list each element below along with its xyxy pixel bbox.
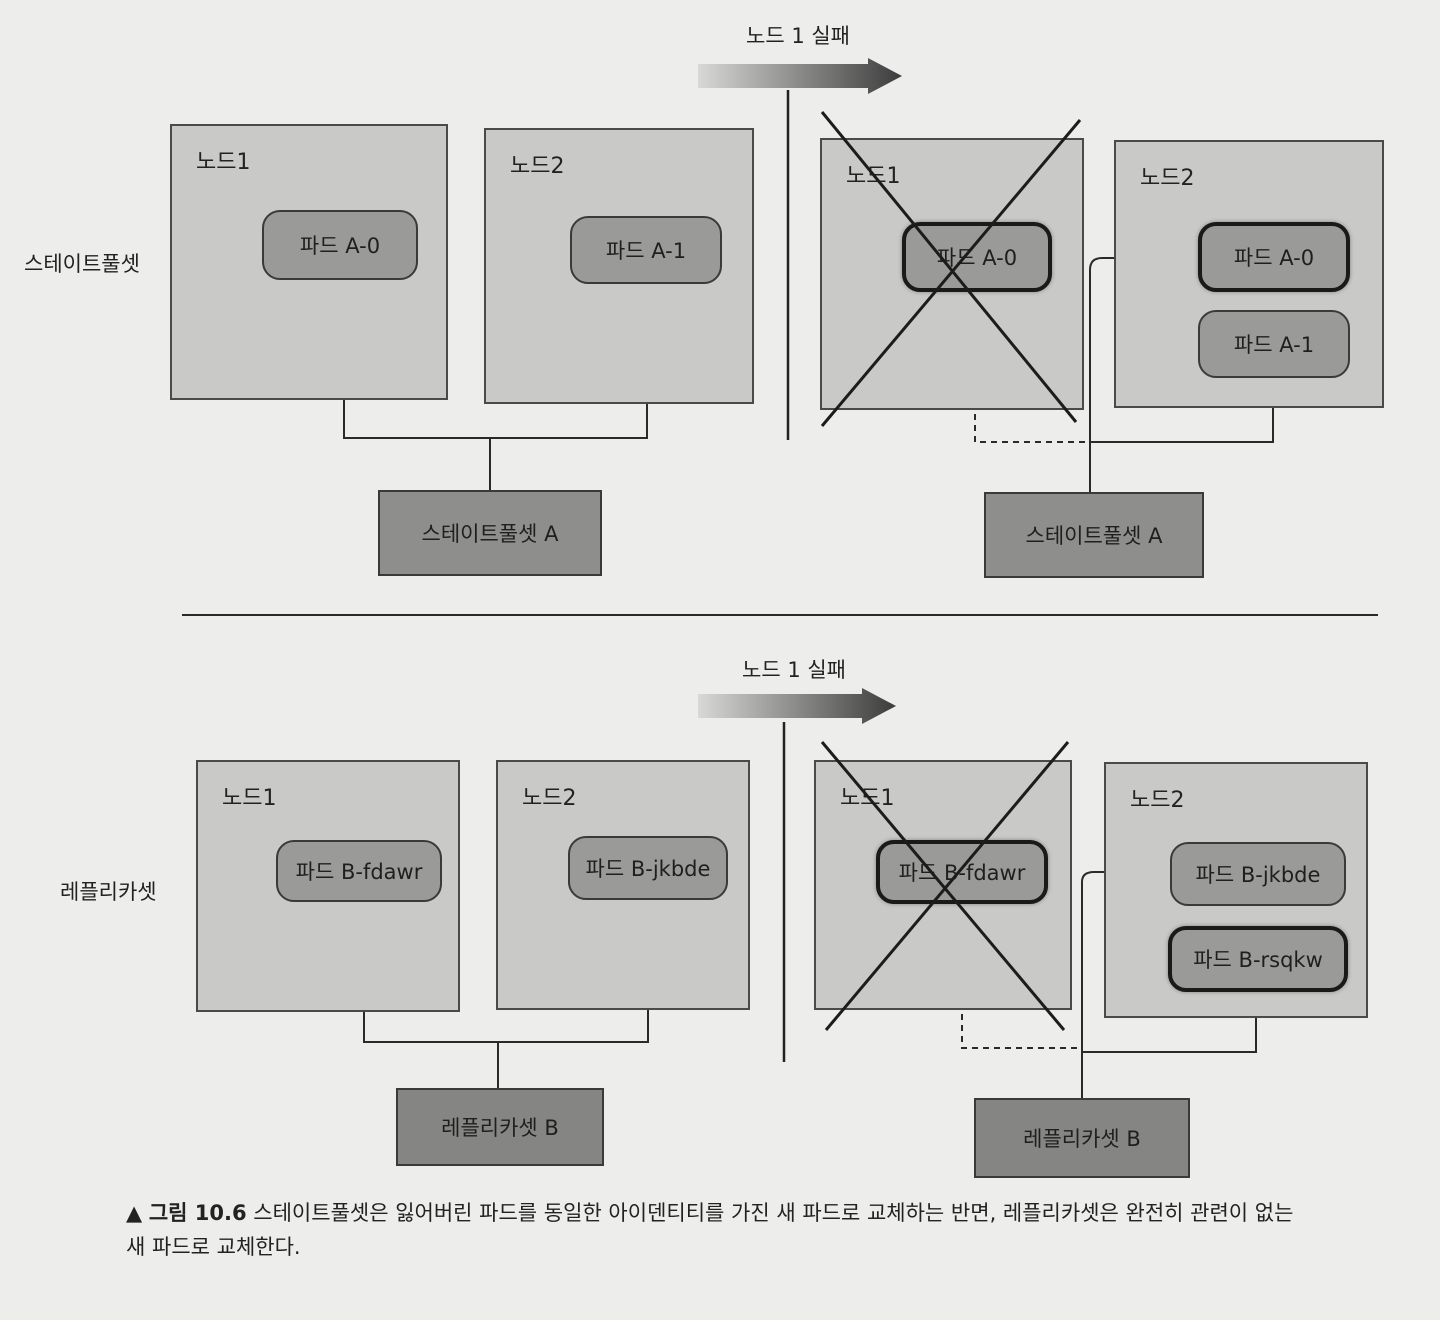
pod-a1-before: 파드 A-1 xyxy=(570,216,722,284)
failure-arrow-bottom xyxy=(698,688,896,724)
failure-label-bottom: 노드 1 실패 xyxy=(742,658,846,682)
wire-bottom-after-jkbde xyxy=(1081,866,1172,1098)
node-label: 노드2 xyxy=(510,154,565,179)
pod-a0-lost: 파드 A-0 xyxy=(902,222,1052,292)
pod-b-jkbde-before: 파드 B-jkbde xyxy=(568,836,728,900)
controller-statefulset-before: 스테이트풀셋 A xyxy=(378,490,602,576)
node-label: 노드1 xyxy=(196,150,251,175)
wire-top-after-new-a0 xyxy=(1089,252,1200,492)
caption-triangle-icon: ▲ xyxy=(126,1201,143,1225)
node-label: 노드2 xyxy=(1140,166,1195,191)
node-label: 노드1 xyxy=(222,786,277,811)
pod-b-jkbde-after: 파드 B-jkbde xyxy=(1170,842,1346,906)
pod-b-fdawr-lost: 파드 B-fdawr xyxy=(876,840,1048,904)
pod-a0-before: 파드 A-0 xyxy=(262,210,418,280)
pod-a1-after: 파드 A-1 xyxy=(1198,310,1350,378)
caption-text: 스테이트풀셋은 잃어버린 파드를 동일한 아이덴티티를 가진 새 파드로 교체하… xyxy=(126,1201,1294,1259)
node-label: 노드2 xyxy=(522,786,577,811)
figure-caption: ▲ 그림 10.6 스테이트풀셋은 잃어버린 파드를 동일한 아이덴티티를 가진… xyxy=(126,1196,1316,1264)
node-label: 노드1 xyxy=(840,786,895,811)
pod-b-fdawr-before: 파드 B-fdawr xyxy=(276,840,442,902)
failure-label-top: 노드 1 실패 xyxy=(746,24,850,48)
figure-number: 그림 10.6 xyxy=(148,1201,247,1225)
controller-replicaset-before: 레플리카셋 B xyxy=(396,1088,604,1166)
section-separator xyxy=(182,614,1378,616)
controller-replicaset-after: 레플리카셋 B xyxy=(974,1098,1190,1178)
controller-statefulset-after: 스테이트풀셋 A xyxy=(984,492,1204,578)
node-label: 노드2 xyxy=(1130,788,1185,813)
failure-arrow-top xyxy=(698,58,902,94)
node-label: 노드1 xyxy=(846,164,901,189)
pod-a0-recreated: 파드 A-0 xyxy=(1198,222,1350,292)
row-label-statefulset: 스테이트풀셋 xyxy=(24,252,140,276)
row-label-replicaset: 레플리카셋 xyxy=(60,880,157,904)
pod-b-rsqkw-new: 파드 B-rsqkw xyxy=(1168,926,1348,992)
